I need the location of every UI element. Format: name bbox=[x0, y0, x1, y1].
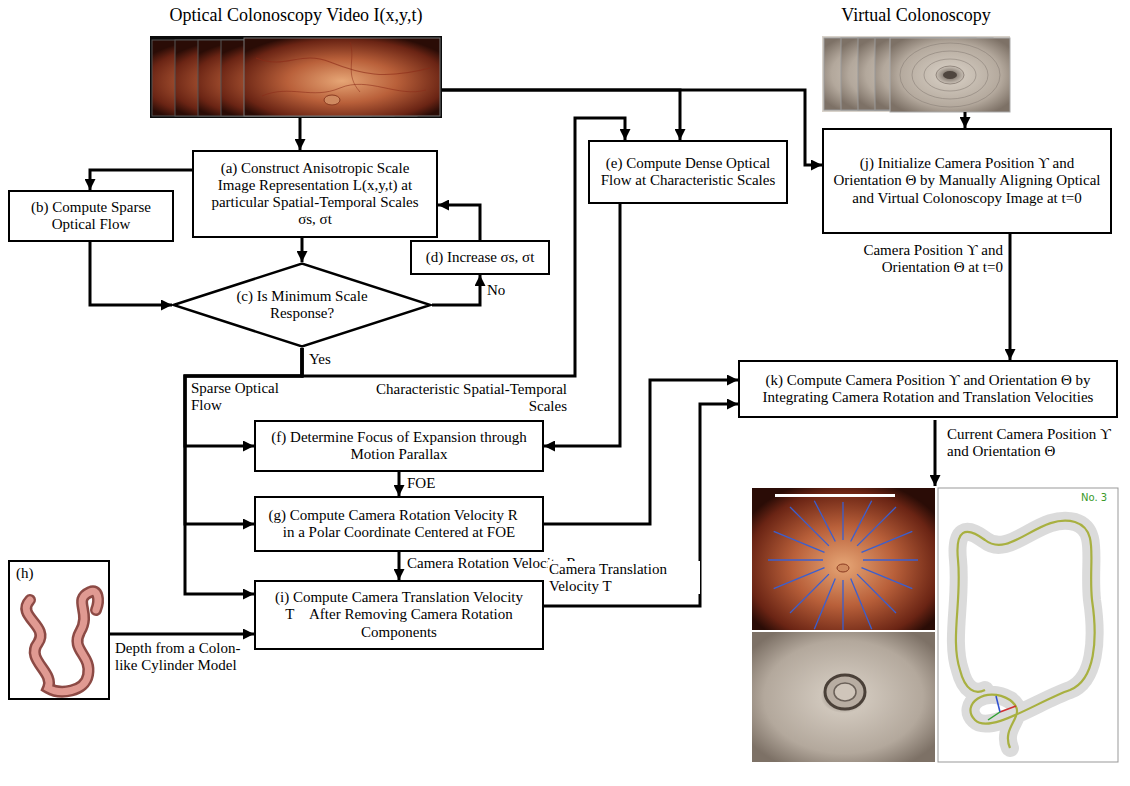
virtual-frames bbox=[912, 51, 988, 99]
decision-diamond: (c) Is Minimum Scale Response? bbox=[172, 262, 432, 348]
flow-label: Yes bbox=[308, 351, 332, 368]
video-frames-node: Optical Colonoscopy Video I(x,y,t) bbox=[150, 36, 442, 118]
virtual-frames bbox=[822, 36, 1010, 112]
flow-vectors bbox=[768, 501, 918, 630]
process-box: (f) Determine Focus of Expansion through… bbox=[254, 420, 544, 472]
colon-3d-view bbox=[938, 488, 1118, 762]
image-title: Virtual Colonoscopy bbox=[841, 5, 990, 26]
connector bbox=[110, 633, 254, 636]
connector bbox=[964, 112, 967, 128]
virtual-frames bbox=[890, 38, 1010, 112]
node-text: (d) Increase σs, σt bbox=[419, 249, 541, 266]
connector bbox=[544, 404, 738, 606]
colon-model-picture bbox=[26, 591, 98, 691]
edge-label: No bbox=[486, 282, 506, 299]
optical-result-image bbox=[752, 488, 935, 630]
process-box: (e) Compute Dense Optical Flow at Charac… bbox=[588, 140, 788, 204]
output-arrow bbox=[934, 420, 937, 486]
edge-label: Camera Translation Velocity T⃗ bbox=[548, 561, 700, 594]
node-text: (h) bbox=[16, 565, 102, 582]
process-box: (g) Compute Camera Rotation Velocity R⃗ … bbox=[254, 496, 544, 552]
connector bbox=[398, 552, 401, 580]
optical-result-image bbox=[837, 564, 849, 572]
virtual-frames bbox=[943, 71, 957, 79]
node-text: (b) Compute Sparse Optical Flow bbox=[17, 199, 165, 234]
image-title: Optical Colonoscopy Video I(x,y,t) bbox=[170, 5, 423, 26]
colon-3d-view bbox=[956, 521, 1095, 748]
diamond-outline bbox=[174, 264, 431, 347]
colon-model-picture bbox=[26, 591, 98, 691]
connector bbox=[442, 90, 680, 140]
connector bbox=[90, 170, 192, 190]
video-frames bbox=[262, 84, 426, 96]
model-box: (h) bbox=[8, 560, 110, 700]
node-text: (e) Compute Dense Optical Flow at Charac… bbox=[597, 155, 779, 190]
colon-3d-view bbox=[988, 712, 1000, 720]
flow-vectors bbox=[863, 559, 918, 560]
optical-result-image bbox=[752, 488, 935, 630]
connector bbox=[432, 275, 480, 305]
node-text: (k) Compute Camera Position ϒ and Orient… bbox=[747, 372, 1109, 407]
video-frames bbox=[256, 58, 430, 75]
video-frames bbox=[150, 36, 442, 118]
virtual-frames-node: Virtual Colonoscopy bbox=[822, 36, 1010, 112]
flow-vectors bbox=[768, 559, 823, 560]
optical-result-image bbox=[775, 494, 895, 497]
edge-label: Camera Position ϒ and Orientation Θ at t… bbox=[826, 242, 1004, 275]
flow-vectors bbox=[851, 579, 872, 630]
colon-3d-view bbox=[996, 696, 1000, 712]
edge-label: FOE bbox=[406, 475, 436, 492]
flow-vectors bbox=[862, 531, 913, 552]
process-box: (k) Compute Camera Position ϒ and Orient… bbox=[738, 360, 1118, 418]
connector bbox=[301, 238, 304, 262]
video-frames bbox=[350, 42, 360, 92]
video-frames bbox=[244, 38, 440, 116]
flow-vectors bbox=[814, 501, 835, 542]
connector bbox=[90, 242, 172, 305]
process-box: (b) Compute Sparse Optical Flow bbox=[8, 190, 174, 242]
edge-label: Depth from a Colon-like Cylinder Model bbox=[114, 640, 252, 673]
node-text: (c) Is Minimum Scale Response? bbox=[227, 288, 377, 323]
flow-vectors bbox=[851, 501, 872, 542]
process-box: (j) Initialize Camera Position ϒ and Ori… bbox=[822, 128, 1112, 234]
colon-3d-view bbox=[938, 488, 1118, 762]
video-frames bbox=[324, 95, 340, 105]
virtual-result-image bbox=[834, 683, 856, 701]
node-text: (g) Compute Camera Rotation Velocity R⃗ … bbox=[263, 507, 535, 542]
colon-3d-view bbox=[956, 521, 1095, 748]
node-text: (a) Construct Anisotropic Scale Image Re… bbox=[201, 160, 429, 229]
colon-3d-view bbox=[1000, 706, 1016, 712]
connector bbox=[1009, 234, 1012, 360]
process-box: (d) Increase σs, σt bbox=[410, 240, 550, 275]
virtual-frames bbox=[900, 43, 1000, 107]
view-number: No. 3 bbox=[1080, 492, 1108, 503]
connector bbox=[544, 380, 738, 524]
connector bbox=[299, 118, 302, 150]
connector bbox=[398, 472, 401, 496]
edge-label: Characteristic Spatial-Temporal Scales bbox=[370, 381, 568, 414]
virtual-result-image bbox=[752, 632, 935, 762]
connector bbox=[438, 205, 480, 240]
virtual-result-image bbox=[825, 675, 865, 709]
process-box: (a) Construct Anisotropic Scale Image Re… bbox=[192, 150, 438, 238]
virtual-result-image bbox=[752, 632, 935, 762]
flow-vectors bbox=[842, 580, 843, 630]
node-text: (f) Determine Focus of Expansion through… bbox=[263, 429, 535, 464]
virtual-frames bbox=[936, 66, 964, 84]
process-box: (i) Compute Camera Translation Velocity … bbox=[254, 580, 544, 650]
flow-vectors bbox=[790, 507, 829, 546]
video-frames bbox=[150, 36, 442, 118]
node-text: (i) Compute Camera Translation Velocity … bbox=[263, 589, 535, 641]
colon-model-picture bbox=[26, 591, 98, 691]
virtual-frames bbox=[822, 36, 1010, 112]
flow-vectors bbox=[842, 502, 843, 540]
edge-label: Sparse Optical Flow bbox=[190, 380, 292, 413]
node-text: (j) Initialize Camera Position ϒ and Ori… bbox=[831, 155, 1103, 207]
virtual-frames bbox=[924, 59, 976, 91]
flow-label: Current Camera Position ϒ and Orientatio… bbox=[946, 426, 1120, 459]
flow-vectors bbox=[774, 568, 825, 589]
